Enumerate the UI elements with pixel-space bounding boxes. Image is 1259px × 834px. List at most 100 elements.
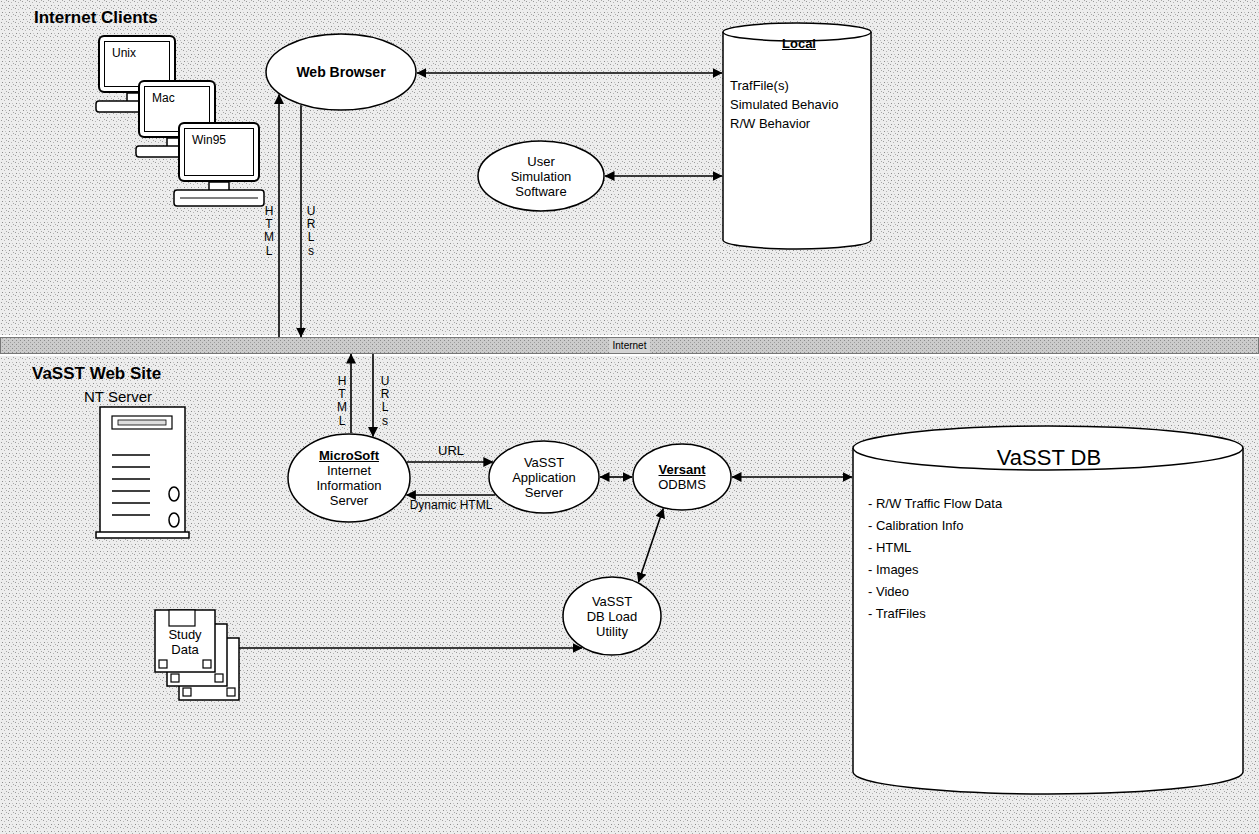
text-group: Mac: [140, 82, 214, 105]
region-band: Internet ClientsUnixMacWin95 Web Browser L…: [0, 0, 1259, 335]
node-label: R/W Behavior: [730, 114, 868, 133]
server-icon: NT Server: [82, 388, 192, 539]
text-group: Internet: [0, 337, 1259, 354]
disk-shutter: [169, 610, 195, 626]
node-label: VaSST DB Load Utility: [584, 594, 640, 639]
band-ground: [0, 356, 1259, 834]
node-label: Study Data: [159, 627, 211, 657]
ellipse-shape: [633, 444, 731, 510]
drive-slot: [118, 420, 166, 425]
node-label: NT Server: [84, 388, 152, 405]
database-cylinder: VaSST DB - R/W Traffic Flow Data- Calibra…: [852, 425, 1244, 795]
disk-hole: [203, 660, 211, 668]
disk-hole: [171, 674, 179, 682]
node-label: Internet Information Server: [308, 463, 390, 508]
keyboard-line: [180, 198, 258, 199]
disk-hole: [215, 674, 223, 682]
node-label: - Video: [868, 581, 1230, 603]
connector: [278, 95, 280, 337]
edge-label: Dynamic HTML: [410, 498, 493, 513]
edge-label: HTML: [336, 375, 348, 428]
connector: [350, 354, 352, 433]
text-group: LocalTrafFile(s)Simulated BehavioR/W Beh…: [722, 22, 872, 133]
node-label: VaSST Web Site: [32, 364, 161, 384]
text-group: Win95: [180, 124, 258, 147]
node-label: Win95: [192, 133, 258, 147]
text-group: Web Browser: [285, 64, 397, 81]
disk-hole: [183, 688, 191, 696]
process-ellipse: VaSST Application Server: [488, 440, 600, 514]
connector: [239, 647, 582, 649]
connector: [605, 175, 722, 177]
vent-line: [112, 466, 150, 468]
connector: [300, 105, 302, 337]
vent-line: [112, 514, 150, 516]
vent-line: [112, 502, 150, 504]
disk-stack: Study Data: [155, 610, 239, 700]
node-label: User Simulation Software: [499, 154, 583, 199]
ellipse-shape: [478, 141, 604, 211]
node-label: Web Browser: [285, 64, 397, 81]
monitor-screen: Win95: [178, 122, 260, 182]
node-label: TrafFile(s): [730, 76, 868, 95]
monitor-base: [174, 190, 264, 206]
node-label: - TrafFiles: [868, 603, 1230, 625]
node-label: Local: [730, 36, 868, 52]
node-label: Unix: [112, 46, 174, 60]
cylinder-top: [853, 426, 1243, 470]
node-label: VaSST DB: [868, 445, 1230, 471]
connector: [407, 461, 493, 463]
node-label: Versant: [647, 462, 717, 477]
ellipse-shape: [266, 34, 416, 110]
process-ellipse: User Simulation Software: [477, 140, 605, 212]
connector: [600, 476, 632, 478]
node-label: VaSST Application Server: [508, 455, 580, 500]
process-ellipse: VaSST DB Load Utility: [562, 576, 662, 656]
text-group: Internet Clients: [34, 8, 158, 28]
node-label: Mac: [152, 91, 214, 105]
text-group: MicroSoftInternet Information Server: [308, 448, 390, 508]
server-button: [169, 487, 179, 501]
edge-label: URL: [438, 443, 464, 458]
process-ellipse: VersantODBMS: [632, 443, 732, 511]
process-ellipse: MicroSoftInternet Information Server: [287, 433, 411, 523]
vent-line: [112, 490, 150, 492]
band-ground: [0, 0, 1259, 335]
server-foot: [96, 532, 189, 538]
disk-hole: [159, 660, 167, 668]
text-group: User Simulation Software: [499, 154, 583, 199]
ellipse-shape: [489, 441, 599, 513]
node-label: - HTML: [868, 537, 1230, 559]
node-label: MicroSoft: [308, 448, 390, 463]
cylinder-body: [853, 448, 1243, 794]
ellipse-shape: [288, 434, 410, 522]
text-group: VaSST Web Site: [32, 364, 161, 384]
connector: [406, 494, 495, 496]
network-bar: Internet: [0, 337, 1259, 354]
server-button: [169, 513, 179, 527]
disk-hole: [227, 688, 235, 696]
server-tower: [100, 407, 185, 533]
node-label: - Calibration Info: [868, 515, 1230, 537]
floppy-disk: [155, 610, 215, 672]
connector: [638, 509, 663, 583]
cylinder-outline: [722, 22, 872, 250]
node-label: - R/W Traffic Flow Data: [868, 493, 1230, 515]
text-group: NT Server: [84, 388, 152, 405]
connector: [372, 354, 374, 437]
node-label: ODBMS: [647, 477, 717, 492]
text-group: VaSST Application Server: [508, 455, 580, 500]
text-group: VersantODBMS: [647, 462, 717, 492]
network-bar-ground: [1, 338, 1259, 354]
region-band: VaSST Web Site NT ServerMicroSoftInternet…: [0, 356, 1259, 834]
node-label: Internet: [609, 338, 651, 353]
node-label: Internet Clients: [34, 8, 158, 28]
node-label: Simulated Behavio: [730, 95, 868, 114]
connector: [417, 72, 722, 74]
edge-label: URLs: [305, 205, 317, 258]
cylinder-body: [723, 32, 871, 249]
edge-label: HTML: [263, 205, 275, 258]
ellipse-shape: [563, 577, 661, 655]
connector: [732, 476, 852, 478]
